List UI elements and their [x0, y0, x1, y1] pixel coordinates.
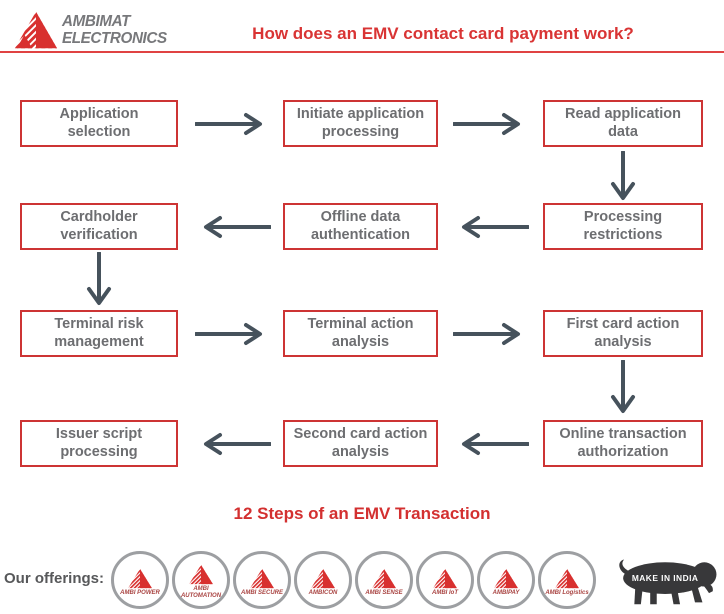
offering-logo-icon [372, 568, 396, 588]
make-in-india-logo: MAKE IN INDIA [619, 559, 717, 605]
offerings-badges: AMBI POWER AMBI AUTOMATION AMBI SECURE A… [111, 551, 596, 609]
offering-badge-ambi-power: AMBI POWER [111, 551, 169, 609]
step-cardholder-verification: Cardholder verification [20, 203, 178, 250]
arrow-right-icon [195, 112, 271, 136]
offering-badge-ambi-sense: AMBI SENSE [355, 551, 413, 609]
step-terminal-action-analysis: Terminal action analysis [283, 310, 438, 357]
arrow-left-icon [453, 432, 529, 456]
offerings-label: Our offerings: [4, 570, 104, 587]
step-terminal-risk-management: Terminal risk management [20, 310, 178, 357]
ambimat-logo: AMBIMAT ELECTRONICS [12, 9, 172, 51]
offering-logo-icon [494, 568, 518, 588]
page-title: How does an EMV contact card payment wor… [252, 24, 634, 43]
step-offline-data-authentication: Offline data authentication [283, 203, 438, 250]
arrow-down-icon [86, 252, 112, 308]
header-divider [0, 51, 724, 53]
step-application-selection: Application selection [20, 100, 178, 147]
logo-line2: ELECTRONICS [62, 30, 167, 47]
offering-logo-icon [250, 568, 274, 588]
ambimat-logo-text: AMBIMAT ELECTRONICS [62, 13, 167, 48]
offering-logo-icon [128, 568, 152, 588]
offering-label: AMBI SECURE [240, 589, 283, 596]
offering-logo-icon [189, 564, 213, 585]
offering-label: AMBI IoT [432, 589, 458, 596]
offering-badge-ambi-secure: AMBI SECURE [233, 551, 291, 609]
caption-title: 12 Steps of an EMV Transaction [233, 504, 491, 523]
ambimat-logo-icon [14, 11, 58, 49]
offering-label: AMBI AUTOMATION [180, 586, 222, 599]
step-first-card-action-analysis: First card action analysis [543, 310, 703, 357]
offering-label: AMBI POWER [120, 589, 160, 596]
offering-label: AMBI SENSE [365, 589, 403, 596]
step-issuer-script-processing: Issuer script processing [20, 420, 178, 467]
offering-badge-ambi-iot: AMBI IoT [416, 551, 474, 609]
offering-label: AMBI Logistics [545, 589, 589, 596]
offering-badge-ambicon: AMBICON [294, 551, 352, 609]
step-initiate-application-processing: Initiate application processing [283, 100, 438, 147]
offering-label: AMBICON [308, 589, 338, 596]
offering-logo-icon [433, 568, 457, 588]
arrow-left-icon [453, 215, 529, 239]
step-online-transaction-authorization: Online transaction authorization [543, 420, 703, 467]
step-second-card-action-analysis: Second card action analysis [283, 420, 438, 467]
offering-badge-ambi-logistics: AMBI Logistics [538, 551, 596, 609]
logo-line1: AMBIMAT [62, 12, 130, 30]
step-processing-restrictions: Processing restrictions [543, 203, 703, 250]
step-read-application-data: Read application data [543, 100, 703, 147]
arrow-down-icon [610, 360, 636, 416]
offering-label: AMBIPAY [492, 589, 520, 596]
arrow-left-icon [195, 215, 271, 239]
arrow-right-icon [195, 322, 271, 346]
make-in-india-text: MAKE IN INDIA [632, 573, 699, 583]
offering-logo-icon [555, 568, 579, 588]
arrow-right-icon [453, 322, 529, 346]
offering-badge-ambi-automation: AMBI AUTOMATION [172, 551, 230, 609]
offering-logo-icon [311, 568, 335, 588]
offering-badge-ambipay: AMBIPAY [477, 551, 535, 609]
arrow-down-icon [610, 151, 636, 203]
arrow-right-icon [453, 112, 529, 136]
arrow-left-icon [195, 432, 271, 456]
